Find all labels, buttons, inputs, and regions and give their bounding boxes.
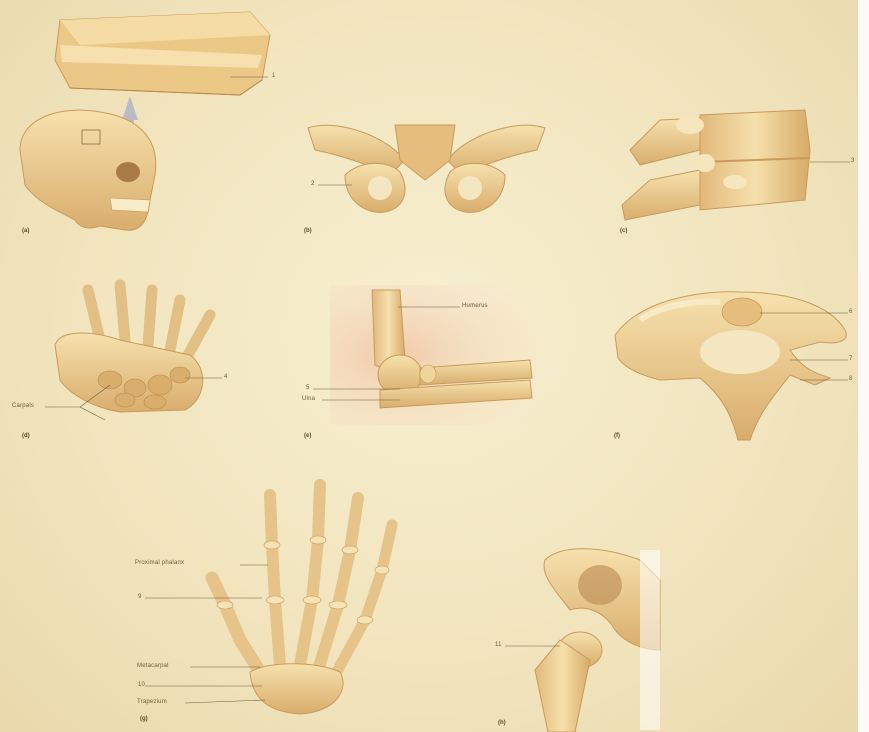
label-atlas-top: 6 <box>849 309 853 315</box>
pelvis-figure <box>308 125 545 212</box>
elbow-figure <box>313 285 550 425</box>
label-proximal-phalanx: Proximal phalanx <box>135 560 184 566</box>
vertebrae-figure <box>622 110 850 220</box>
figure-letter-c: (c) <box>620 228 627 234</box>
hand-figure <box>145 485 392 714</box>
label-wrist: 4 <box>224 374 228 380</box>
figure-letter-g: (g) <box>140 716 148 722</box>
figure-letter-e: (e) <box>304 433 311 439</box>
figure-letter-f: (f) <box>614 433 620 439</box>
label-skull-detail: 1 <box>272 73 276 79</box>
atlas-figure <box>615 292 848 440</box>
label-hip: 11 <box>495 642 502 648</box>
figure-letter-h: (h) <box>498 720 506 726</box>
label-vertebra: 3 <box>851 158 855 164</box>
label-carpals: Carpals <box>12 403 34 409</box>
skull-figure <box>20 12 270 230</box>
wrist-figure <box>45 285 222 420</box>
label-ulna: Ulna <box>302 396 315 402</box>
label-metacarpal: Metacarpal <box>137 663 169 669</box>
label-elbow-five: 5 <box>306 385 310 391</box>
label-humerus: Humerus <box>462 303 488 309</box>
margin-strip <box>858 0 869 732</box>
figure-letter-a: (a) <box>22 228 29 234</box>
label-hand-nine: 9 <box>138 594 142 600</box>
label-pelvis: 2 <box>311 181 315 187</box>
figure-letter-b: (b) <box>304 228 312 234</box>
label-atlas-mid: 7 <box>849 356 853 362</box>
label-hand-ten: 10 <box>138 682 145 688</box>
figure-letter-d: (d) <box>22 433 30 439</box>
label-atlas-bottom: 8 <box>849 376 853 382</box>
hip-figure <box>505 549 660 732</box>
label-trapezium: Trapezium <box>137 699 167 705</box>
